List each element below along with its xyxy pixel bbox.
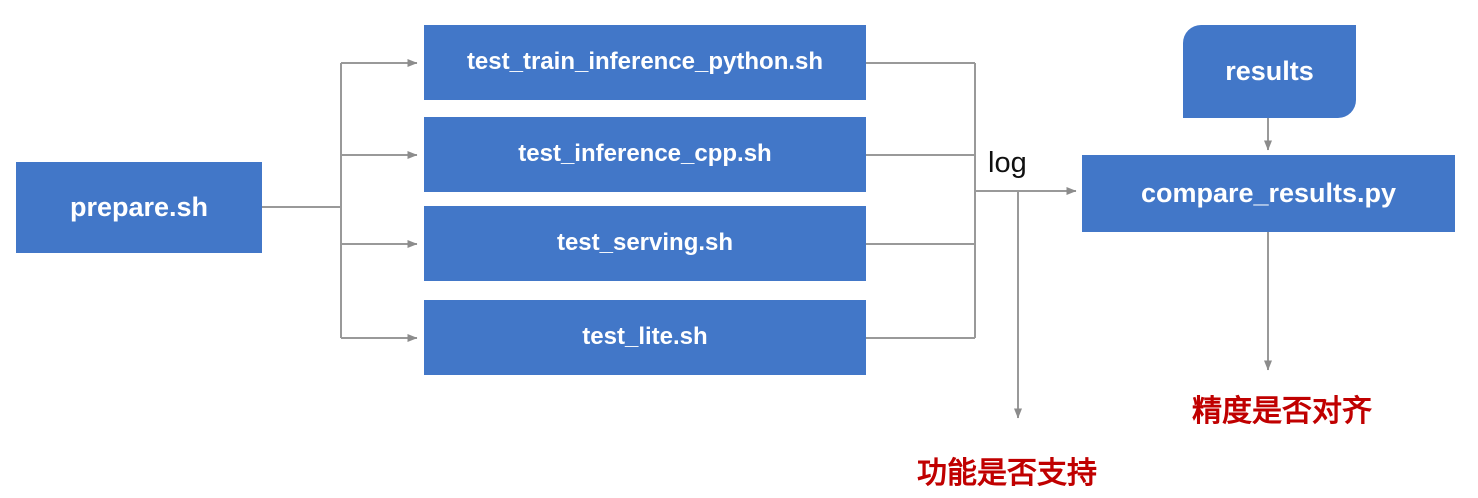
node-test-lite[interactable]: test_lite.sh <box>424 300 866 375</box>
node-test-serving[interactable]: test_serving.sh <box>424 206 866 281</box>
node-results[interactable]: results <box>1183 25 1356 118</box>
node-test-train-inference-python[interactable]: test_train_inference_python.sh <box>424 25 866 100</box>
node-prepare-sh[interactable]: prepare.sh <box>16 162 262 253</box>
edge-prepare-to-trunk <box>262 63 342 338</box>
node-test-inference-cpp[interactable]: test_inference_cpp.sh <box>424 117 866 192</box>
note-function-supported: 功能是否支持 <box>917 457 1097 490</box>
edge-label-log: log <box>988 147 1027 179</box>
edge-tests-merge <box>866 62 976 339</box>
note-precision-aligned: 精度是否对齐 <box>1192 395 1372 428</box>
node-compare-results-py[interactable]: compare_results.py <box>1082 155 1455 232</box>
